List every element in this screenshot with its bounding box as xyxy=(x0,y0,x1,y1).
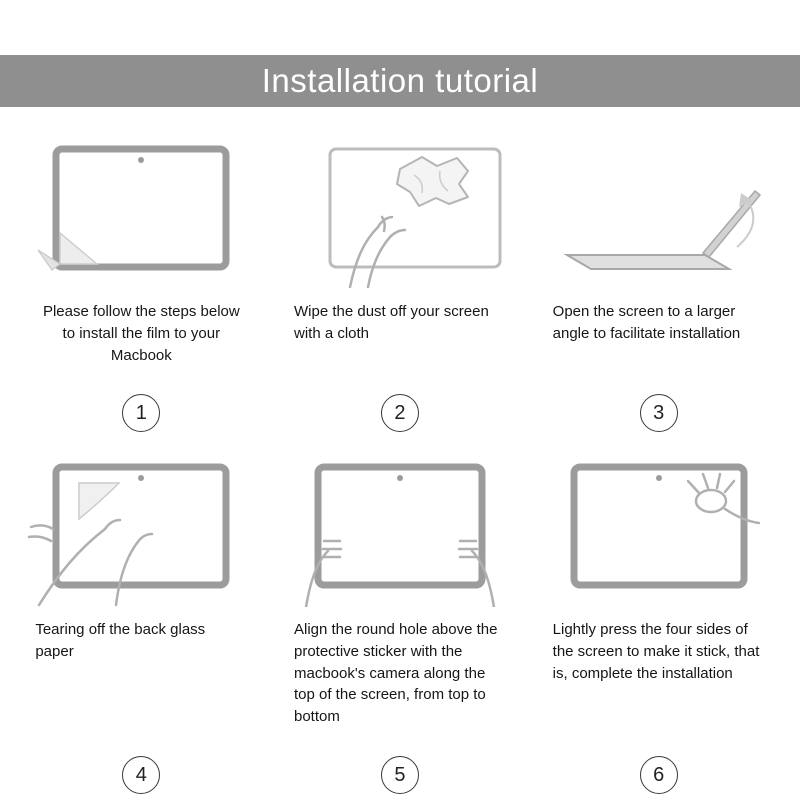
press-screen-illustration xyxy=(570,463,760,589)
step-caption: Align the round hole above the protectiv… xyxy=(293,621,498,725)
banner-title: Installation tutorial xyxy=(261,62,539,99)
align-film-illustration xyxy=(304,463,496,607)
step-card-6: Lightly press the four sides of the scre… xyxy=(529,455,788,799)
banner: Installation tutorial xyxy=(0,55,800,107)
step-number-badge: 2 xyxy=(380,389,419,437)
step-caption: Lightly press the four sides of the scre… xyxy=(552,621,760,682)
step-number-badge: 3 xyxy=(639,389,678,437)
step-number-badge: 5 xyxy=(380,751,419,799)
step-card-1: Please follow the steps below to install… xyxy=(12,137,271,437)
wipe-cloth-illustration xyxy=(328,147,502,289)
step-number: 5 xyxy=(380,756,419,794)
tear-film-illustration xyxy=(28,463,230,607)
steps-row-1: Please follow the steps below to install… xyxy=(0,137,800,437)
open-laptop-illustration xyxy=(562,189,761,270)
hand-pressing-screen-four-sides-illustration xyxy=(529,455,788,607)
step-number: 2 xyxy=(380,394,419,432)
step-caption: Open the screen to a larger angle to fac… xyxy=(552,303,741,342)
step-number-badge: 1 xyxy=(122,389,161,437)
hands-tearing-back-glass-paper-illustration xyxy=(12,455,271,607)
step-card-4: Tearing off the back glass paper 4 xyxy=(12,455,271,799)
step-caption: Wipe the dust off your screen with a clo… xyxy=(293,303,489,342)
steps-row-2: Tearing off the back glass paper 4 xyxy=(0,455,800,799)
step-number: 4 xyxy=(122,756,161,794)
step-caption: Please follow the steps below to install… xyxy=(42,303,240,364)
step-card-2: Wipe the dust off your screen with a clo… xyxy=(271,137,530,437)
laptop-opened-to-wide-angle-illustration xyxy=(529,137,788,289)
macbook-screen-with-peeled-film-corner-illustration xyxy=(12,137,271,289)
step-number: 6 xyxy=(639,756,678,794)
step-card-5: Align the round hole above the protectiv… xyxy=(271,455,530,799)
hand-wiping-screen-with-cloth-illustration xyxy=(271,137,530,289)
step-caption: Tearing off the back glass paper xyxy=(35,621,206,660)
step-number-badge: 4 xyxy=(122,751,161,799)
step-number: 3 xyxy=(639,394,678,432)
step-number: 1 xyxy=(122,394,161,432)
step-number-badge: 6 xyxy=(639,751,678,799)
hands-aligning-film-with-camera-illustration xyxy=(271,455,530,607)
peeled-film-screen-illustration xyxy=(37,145,230,271)
step-card-3: Open the screen to a larger angle to fac… xyxy=(529,137,788,437)
